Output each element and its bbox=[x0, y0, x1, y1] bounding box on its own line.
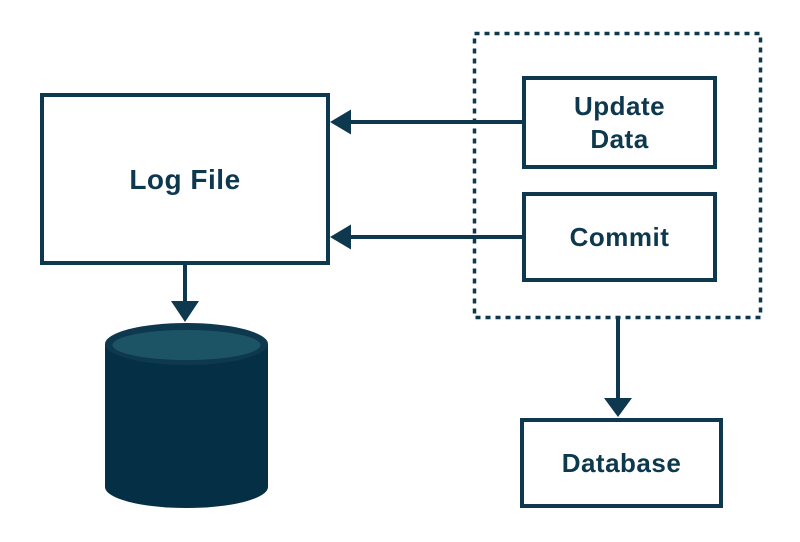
database-box: Database bbox=[520, 418, 723, 508]
update-data-label: Update Data bbox=[573, 91, 666, 154]
database-label: Database bbox=[561, 447, 682, 478]
arrowhead-left-icon bbox=[330, 109, 351, 135]
commit-label: Commit bbox=[569, 221, 670, 252]
arrow-update-data-to-log-file bbox=[330, 109, 522, 135]
arrow-transaction-group-to-database bbox=[604, 318, 632, 417]
database-cylinder-icon bbox=[105, 323, 268, 508]
transaction-group-outline bbox=[472, 31, 763, 320]
arrowhead-down-icon bbox=[171, 301, 199, 322]
arrowhead-left-icon bbox=[330, 224, 351, 250]
cylinder-top-face bbox=[112, 330, 261, 360]
commit-box: Commit bbox=[522, 192, 717, 282]
arrow-log-file-to-cylinder bbox=[171, 265, 199, 322]
update-data-box: Update Data bbox=[522, 76, 717, 169]
arrowhead-down-icon bbox=[604, 398, 632, 417]
cylinder-body bbox=[105, 344, 268, 508]
arrow-commit-to-log-file bbox=[330, 224, 522, 250]
log-file-box: Log File bbox=[40, 93, 330, 265]
log-file-label: Log File bbox=[129, 163, 241, 195]
